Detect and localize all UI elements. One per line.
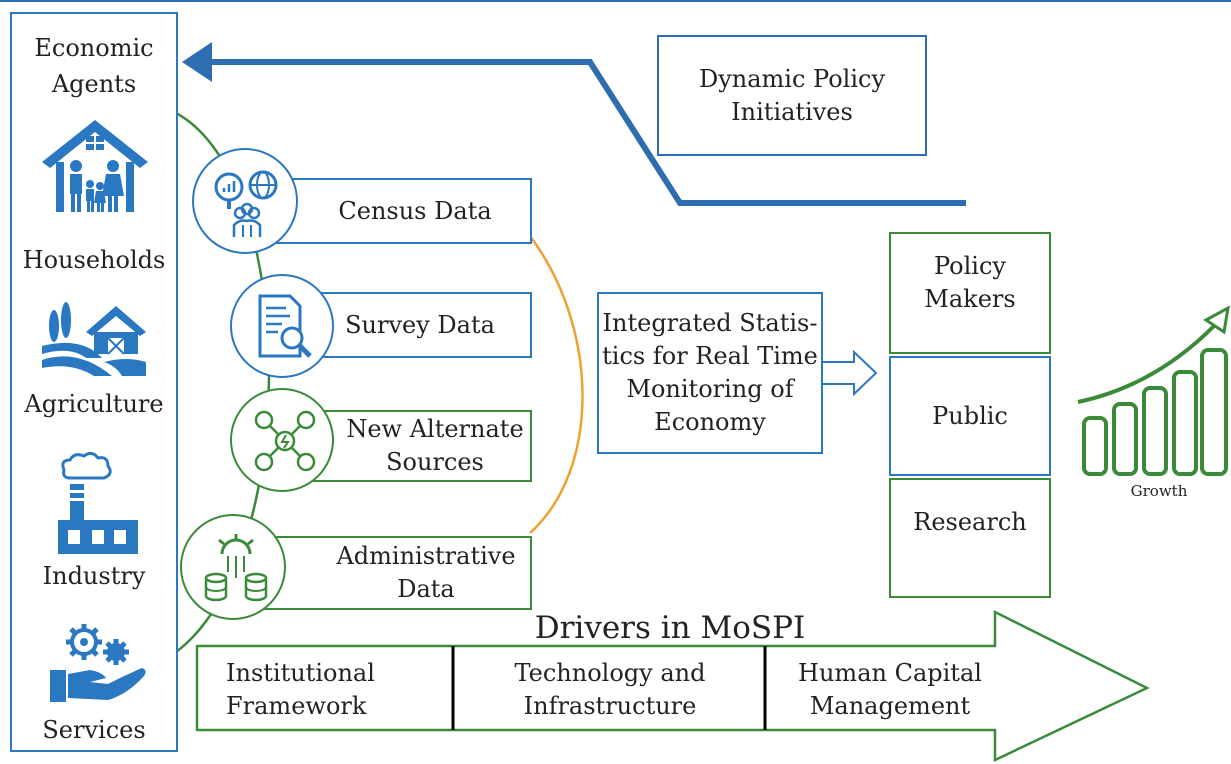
survey-circle bbox=[230, 274, 334, 378]
census-analytics-icon bbox=[214, 170, 278, 237]
user-label-public: Public bbox=[932, 401, 1008, 430]
user-box-research: Research bbox=[889, 478, 1051, 598]
gear-hand-icon bbox=[50, 624, 146, 702]
driver-human-capital: Human Capital Management bbox=[768, 650, 1012, 730]
user-box-public: Public bbox=[889, 356, 1051, 476]
driver-label-human-capital: Human Capital Management bbox=[798, 659, 982, 720]
dynamic-policy-box: Dynamic Policy Initiatives bbox=[657, 35, 927, 156]
census-circle bbox=[192, 148, 298, 254]
family-house-icon bbox=[42, 120, 148, 212]
alternate-circle bbox=[230, 388, 334, 492]
agents-title: Economic Agents bbox=[34, 34, 154, 98]
source-box-alternate: New Alternate Sources bbox=[298, 410, 532, 482]
growth-label: Growth bbox=[1130, 482, 1188, 500]
output-arrow bbox=[821, 349, 878, 397]
admin-database-icon bbox=[204, 534, 268, 602]
dynamic-policy-label: Dynamic Policy Initiatives bbox=[698, 64, 886, 126]
integrated-statistics-box: Integrated Statis- tics for Real Time Mo… bbox=[597, 292, 823, 454]
source-label-survey: Survey Data bbox=[345, 310, 495, 339]
integrated-statistics-label: Integrated Statis- tics for Real Time Mo… bbox=[602, 309, 818, 436]
growth-chart-icon bbox=[1077, 305, 1230, 476]
user-label-research: Research bbox=[913, 508, 1027, 536]
source-box-administrative: Administrative Data bbox=[258, 536, 532, 610]
agent-label-services: Services bbox=[42, 716, 146, 744]
factory-icon bbox=[58, 451, 138, 554]
user-label-policy-makers: Policy Makers bbox=[924, 252, 1016, 313]
economic-agents-panel: Economic Agents Households bbox=[10, 12, 178, 752]
administrative-circle bbox=[180, 514, 286, 620]
source-label-alternate: New Alternate Sources bbox=[346, 415, 524, 476]
farm-barn-icon bbox=[42, 302, 146, 376]
orange-arc bbox=[528, 235, 584, 534]
user-box-policy-makers: Policy Makers bbox=[889, 232, 1051, 354]
source-box-census: Census Data bbox=[258, 178, 532, 244]
survey-document-icon bbox=[258, 294, 312, 358]
agent-label-households: Households bbox=[22, 246, 166, 274]
driver-label-technology: Technology and Infrastructure bbox=[514, 659, 706, 720]
driver-label-institutional: Institutional Framework bbox=[226, 659, 375, 720]
agent-label-industry: Industry bbox=[42, 562, 146, 590]
source-box-survey: Survey Data bbox=[298, 292, 532, 358]
drivers-title: Drivers in MoSPI bbox=[534, 610, 806, 646]
driver-institutional: Institutional Framework bbox=[200, 650, 426, 730]
alternate-network-icon bbox=[254, 410, 316, 472]
top-border-line bbox=[0, 0, 1231, 2]
drivers-arrow bbox=[195, 609, 1150, 762]
agent-label-agriculture: Agriculture bbox=[24, 390, 164, 418]
driver-technology: Technology and Infrastructure bbox=[456, 650, 764, 730]
source-label-census: Census Data bbox=[338, 196, 492, 225]
source-label-administrative: Administrative Data bbox=[336, 542, 516, 603]
